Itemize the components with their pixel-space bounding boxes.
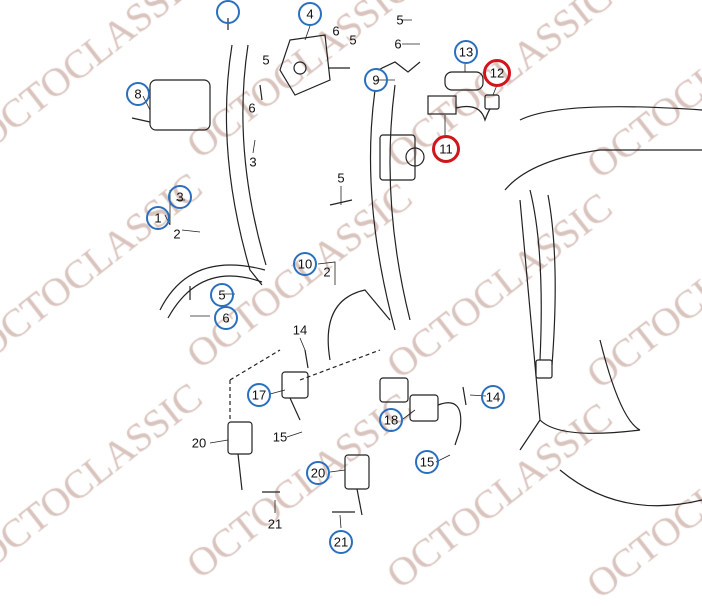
bracket-4	[279, 34, 331, 96]
callout-6: 6	[332, 23, 340, 39]
wire-18	[437, 402, 462, 446]
callout-circle	[126, 82, 150, 106]
callout-circle	[379, 408, 403, 432]
callout-circle	[364, 68, 388, 92]
callout-20: 20	[310, 465, 326, 481]
bracket-hole	[293, 61, 307, 75]
buckle-20-left	[227, 421, 253, 455]
retractor-spool	[405, 147, 425, 167]
callout-14: 14	[485, 389, 501, 405]
callout-9: 9	[372, 72, 380, 88]
buckle-20-right-strap	[356, 488, 363, 516]
callout-6: 6	[394, 36, 402, 52]
belt-lap-10	[327, 289, 391, 361]
callout-21: 21	[267, 516, 283, 532]
part-13	[444, 71, 484, 91]
callout-circle	[247, 383, 271, 407]
callout-12: 12	[489, 65, 505, 81]
callout-5: 5	[396, 12, 404, 28]
callout-10: 10	[297, 256, 313, 272]
callout-15: 15	[419, 454, 435, 470]
callout-circle	[415, 450, 439, 474]
dashed-guide	[229, 349, 381, 420]
retractor-9	[379, 134, 416, 181]
rear-buckle	[535, 359, 553, 379]
belt-1	[225, 44, 267, 286]
callout-5: 5	[337, 170, 345, 186]
callout-circle	[329, 530, 353, 554]
belt-9	[369, 84, 411, 331]
callout-5: 5	[218, 287, 226, 303]
rear-seat-belt	[529, 189, 556, 366]
callout-circle	[481, 385, 505, 409]
callout-circle	[216, 0, 240, 24]
callout-8: 8	[134, 86, 142, 102]
callout-1: 1	[154, 210, 162, 226]
callout-18: 18	[383, 412, 399, 428]
callout-20: 20	[191, 435, 207, 451]
seat-back	[504, 106, 702, 451]
callout-2: 2	[173, 226, 181, 242]
callout-circle	[298, 2, 322, 26]
connector-12	[484, 94, 500, 110]
buckle-18b	[409, 394, 439, 422]
buckle-17	[281, 371, 309, 399]
callout-14: 14	[292, 322, 308, 338]
part-11	[427, 95, 457, 115]
callout-circle-highlight	[483, 59, 511, 87]
callout-6: 6	[248, 100, 256, 116]
callout-17: 17	[251, 387, 267, 403]
seat-base	[559, 469, 702, 507]
buckle-17-strap	[289, 397, 301, 421]
callout-5: 5	[349, 32, 357, 48]
callout-circle	[306, 461, 330, 485]
callout-circle	[293, 252, 317, 276]
callout-21: 21	[333, 534, 349, 550]
callout-circle	[168, 185, 192, 209]
callout-5: 5	[262, 52, 270, 68]
callout-4: 4	[306, 6, 314, 22]
callout-circle	[454, 40, 478, 64]
buckle-20-left-strap	[237, 453, 243, 491]
buckle-20-right	[344, 454, 370, 490]
guide-9	[377, 61, 421, 73]
retractor-8	[149, 79, 211, 131]
belt-lap-1	[159, 264, 266, 319]
buckle-18	[379, 377, 409, 403]
callout-13: 13	[458, 44, 474, 60]
callout-circle	[214, 306, 238, 330]
callout-3: 3	[249, 154, 257, 170]
callout-6: 6	[222, 310, 230, 326]
callout-circle-highlight	[432, 135, 460, 163]
callout-15: 15	[272, 429, 288, 445]
callout-11: 11	[439, 141, 453, 157]
callout-2: 2	[323, 264, 331, 280]
wire-12	[455, 105, 491, 122]
callout-circle	[146, 206, 170, 230]
callout-3: 3	[176, 189, 184, 205]
